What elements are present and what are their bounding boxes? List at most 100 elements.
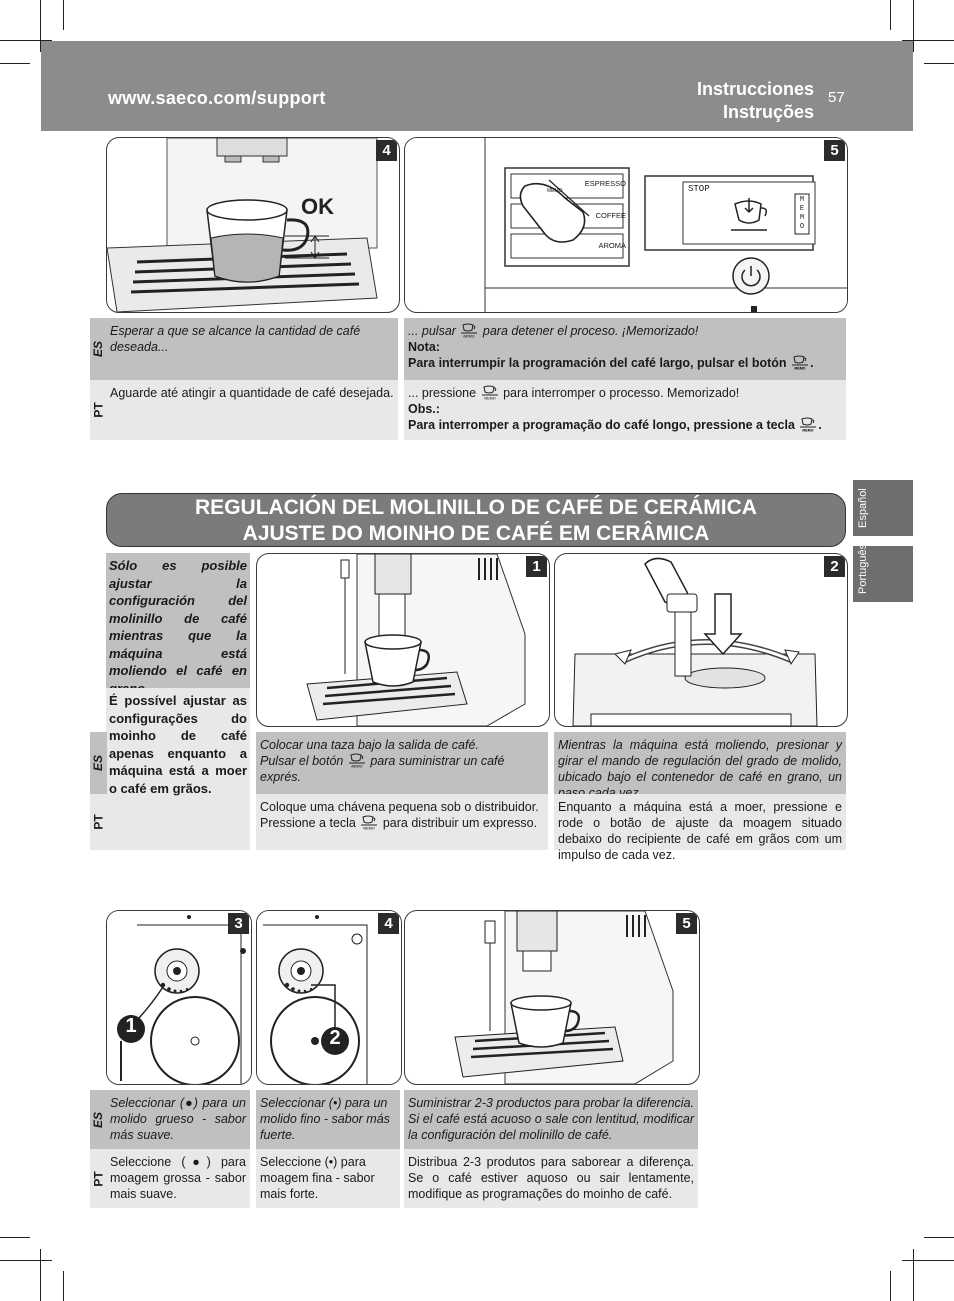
display-memo-letter: M — [799, 196, 805, 204]
support-url[interactable]: www.saeco.com/support — [108, 88, 326, 108]
text-pt-step1: Coloque uma chávena pequena sob o distri… — [256, 794, 548, 850]
crop-mark — [890, 1271, 891, 1301]
side-tab-label: Português — [857, 543, 869, 594]
crop-mark — [0, 63, 30, 64]
step-badge: 5 — [824, 140, 845, 161]
text-fragment: Pulsar el botón — [260, 754, 344, 768]
illustration-panel-4-top: OK 4 — [106, 137, 400, 313]
text-pt-step3: Seleccione (●) para moagem grossa - sabo… — [106, 1149, 250, 1208]
svg-text:MEMO: MEMO — [351, 765, 362, 769]
illustration-panel-5-bottom: 5 — [404, 910, 700, 1085]
crop-mark — [0, 1260, 52, 1261]
note-es: Sólo es posible ajustar la configuración… — [106, 553, 250, 696]
crop-mark — [913, 0, 914, 52]
note-label: Nota: — [408, 340, 440, 354]
svg-text:MEMO: MEMO — [464, 335, 475, 339]
display-memo-letter: E — [799, 205, 805, 213]
memo-coffee-icon: MEMO — [348, 753, 365, 769]
crop-mark — [924, 63, 954, 64]
lang-code-es: ES — [90, 318, 107, 380]
text-pt-step4-bottom: Seleccione (•) para moagem fina - sabor … — [256, 1149, 400, 1208]
fine-grind-knob-illustration — [257, 911, 401, 1084]
display-memo-letter: O — [799, 223, 805, 231]
side-tab-portugues[interactable]: Português — [853, 543, 913, 602]
control-panel-illustration — [405, 138, 847, 312]
svg-text:MEMO: MEMO — [794, 367, 805, 371]
banner-title-pt: AJUSTE DO MOINHO DE CAFÉ EM CERÂMICA — [242, 522, 710, 545]
step-badge: 4 — [376, 140, 397, 161]
step-badge: 3 — [228, 913, 249, 934]
memo-coffee-icon: MEMO — [792, 355, 809, 371]
section-banner: REGULACIÓN DEL MOLINILLO DE CAFÉ DE CERÁ… — [106, 493, 846, 547]
page-header — [41, 41, 913, 131]
side-tab-espanol[interactable]: Español — [853, 480, 913, 536]
note-text: Para interromper a programação do café l… — [408, 418, 795, 432]
crop-mark — [40, 0, 41, 52]
cup-drip-tray-illustration — [107, 138, 378, 312]
side-tab-label: Español — [857, 488, 869, 528]
aroma-button-label: AROMA — [598, 241, 626, 250]
memo-coffee-icon: MEMO — [481, 385, 498, 401]
banner-title-es: REGULACIÓN DEL MOLINILLO DE CAFÉ DE CERÁ… — [195, 496, 757, 519]
step-badge: 2 — [824, 556, 845, 577]
svg-text:MEMO: MEMO — [364, 827, 375, 831]
lang-code-pt: PT — [90, 380, 107, 440]
memo-coffee-icon: MEMO — [461, 323, 478, 339]
text-fragment: para detener el proceso. ¡Memorizado! — [482, 324, 699, 338]
illustration-panel-1: 1 — [256, 553, 550, 727]
text-es-step5: ... pulsar MEMO para detener el proceso.… — [404, 318, 846, 380]
step-badge: 4 — [378, 913, 399, 934]
machine-with-cup-illustration — [454, 911, 674, 1084]
selection-marker-2: 2 — [329, 1027, 341, 1049]
text-es-step5-bottom: Suministrar 2-3 productos para probar la… — [404, 1090, 698, 1149]
espresso-button-label: ESPRESSO — [584, 179, 626, 188]
text-fragment: para interromper o processo. Memorizado! — [503, 386, 740, 400]
step-badge: 5 — [676, 913, 697, 934]
crop-mark — [902, 1260, 954, 1261]
crop-mark — [40, 1249, 41, 1301]
note-label: Obs.: — [408, 402, 440, 416]
header-title: Instrucciones Instruções — [697, 78, 814, 124]
coarse-grind-knob-illustration — [107, 911, 251, 1084]
display-stop: STOP — [688, 184, 710, 194]
selection-marker-1: 1 — [125, 1015, 137, 1037]
lang-code-es: ES — [90, 1090, 107, 1149]
page-number: 57 — [828, 89, 845, 106]
crop-mark — [913, 1249, 914, 1301]
display-memo-letter: M — [799, 214, 805, 222]
memo-coffee-icon: MEMO — [361, 815, 378, 831]
header-title-pt: Instruções — [722, 102, 814, 122]
text-fragment: para suministrar un café exprés. — [260, 754, 505, 784]
machine-with-cup-illustration — [306, 554, 526, 726]
text-pt-step5-bottom: Distribua 2-3 produtos para saborear a d… — [404, 1149, 698, 1208]
ok-label: OK — [301, 194, 334, 219]
text-fragment: ... pressione — [408, 386, 477, 400]
text-pt-step4: Aguarde até atingir a quantidade de café… — [106, 380, 398, 440]
lang-code-pt: PT — [90, 794, 107, 850]
illustration-panel-4-bottom: 2 4 — [256, 910, 402, 1085]
memo-coffee-icon: MEMO — [800, 417, 817, 433]
note-text: Para interrumpir la programación del caf… — [408, 356, 787, 370]
text-es-step3: Seleccionar (●) para un molido grueso - … — [106, 1090, 250, 1149]
lang-code-pt: PT — [90, 1149, 107, 1208]
svg-text:MEMO: MEMO — [803, 429, 814, 433]
crop-mark — [63, 1271, 64, 1301]
coffee-button-label: COFFEE — [595, 211, 626, 220]
text-fragment: ... pulsar — [408, 324, 456, 338]
illustration-panel-2: 2 — [554, 553, 848, 727]
crop-mark — [0, 40, 52, 41]
text-pt-step2: Enquanto a máquina está a moer, pression… — [554, 794, 846, 862]
text-fragment: Pressione a tecla — [260, 816, 356, 830]
memo-label: MEMO — [547, 188, 563, 194]
text-fragment: para distribuir um expresso. — [382, 816, 538, 830]
header-title-es: Instrucciones — [696, 79, 814, 99]
step-badge: 1 — [526, 556, 547, 577]
crop-mark — [902, 40, 954, 41]
svg-text:MEMO: MEMO — [484, 397, 495, 401]
text-pt-step5: ... pressione MEMO para interromper o pr… — [404, 380, 846, 440]
illustration-panel-3: 1 3 — [106, 910, 252, 1085]
crop-mark — [0, 1237, 30, 1238]
text-es-step4: Esperar a que se alcance la cantidad de … — [106, 318, 398, 380]
crop-mark — [890, 0, 891, 30]
display-memo: M E M O — [797, 196, 807, 232]
